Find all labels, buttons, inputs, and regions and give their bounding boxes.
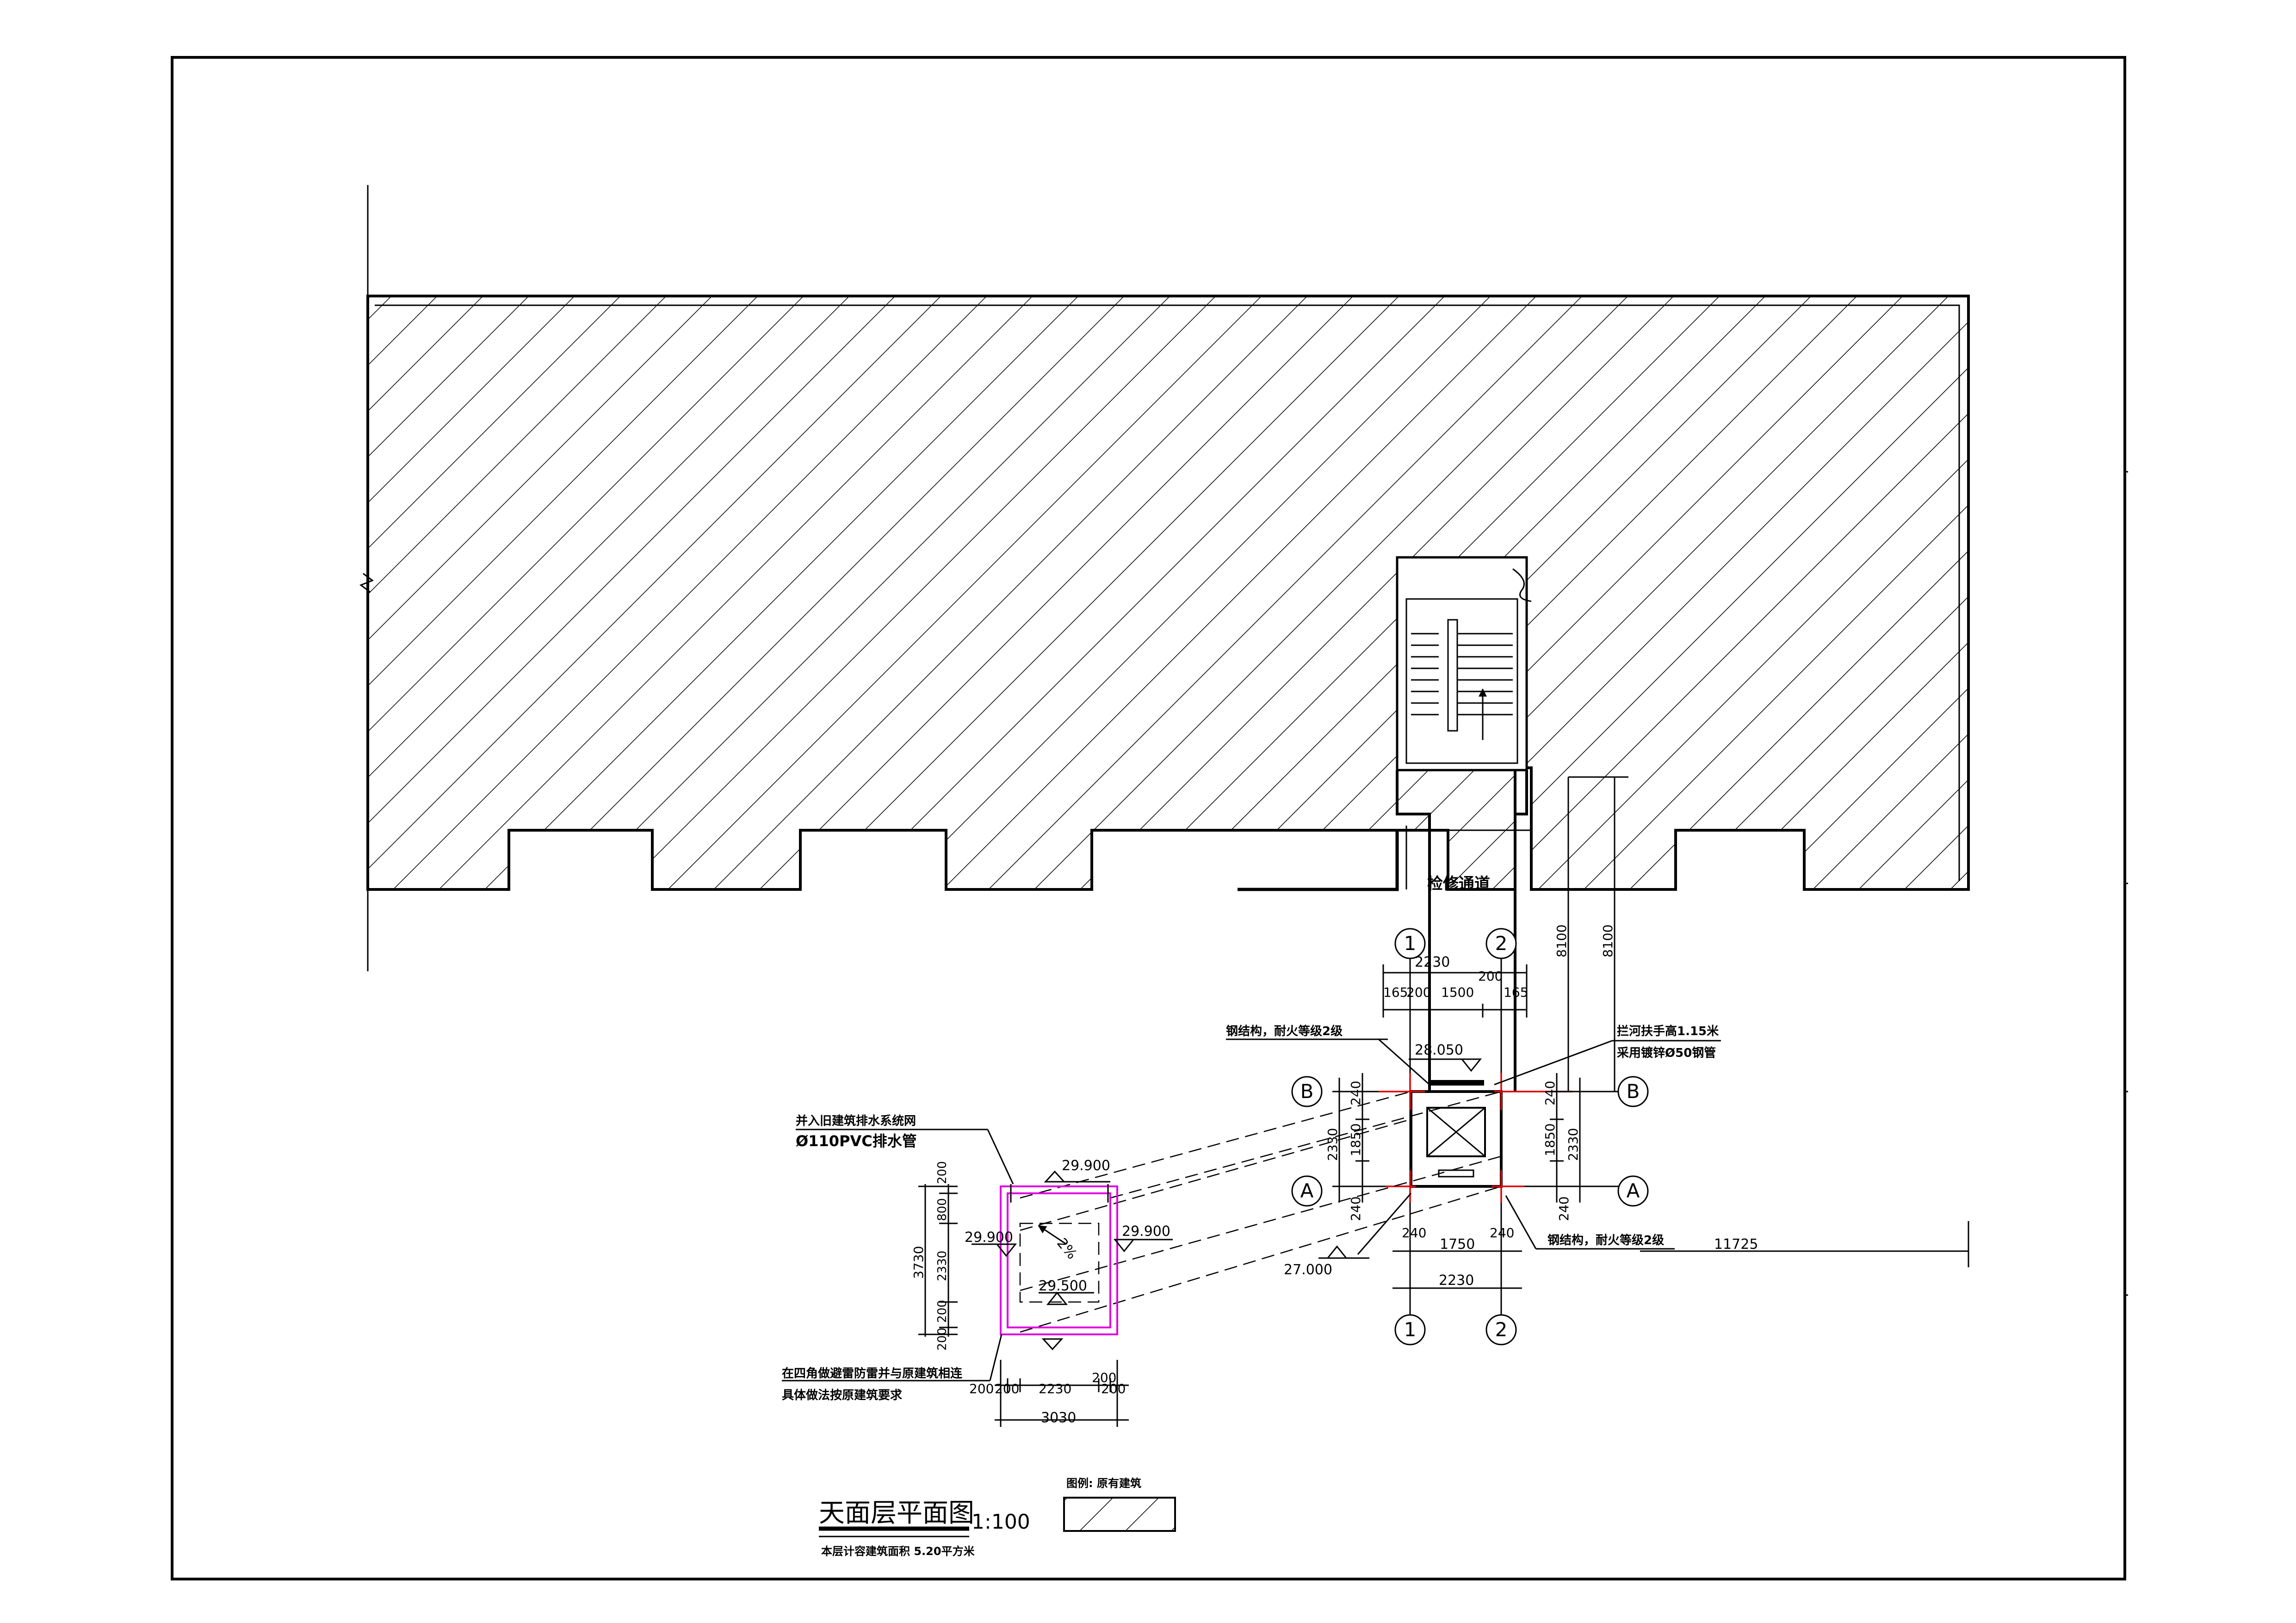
dim-roof-2330: 2330 [935,1251,949,1281]
legend [1063,1497,1176,1532]
dim-roof-bottom-200-d: 200 [1101,1381,1126,1396]
dimension-lines [918,964,1969,1427]
axis-2-top: 2 [1495,932,1508,955]
existing-building [359,185,1970,971]
axis-B-right: B [1627,1080,1640,1103]
axis-A-left: A [1300,1179,1314,1202]
dim-1850-left: 1850 [1348,1123,1363,1156]
axis-1-bottom: 1 [1404,1318,1417,1341]
dim-240-left-top: 240 [1348,1081,1363,1105]
dim-11725: 11725 [1714,1236,1758,1253]
dim-240-left-bot: 240 [1348,1197,1363,1221]
dim-1500: 1500 [1441,985,1474,1000]
dim-200-left: 200 [1406,985,1431,1000]
elevation-markers [972,1058,1482,1351]
dim-roof-bottom-200-c: 200 [1092,1370,1116,1385]
dim-8100-a: 8100 [1554,925,1569,957]
lightning-note-1: 在四角做避雷防雷并与原建筑相连 [782,1366,963,1381]
projection-lines [1020,1091,1502,1333]
dim-2230-bottom: 2230 [1439,1272,1474,1289]
dim-roof-200-top: 200 [935,1161,949,1184]
dim-2330-right: 2330 [1566,1128,1581,1161]
handrail-note-1: 拦河扶手高1.15米 [1617,1024,1719,1038]
drawing-scale: 1:100 [972,1510,1030,1534]
elevation-29500: 29.500 [1039,1278,1087,1294]
dim-roof-bottom-200-b: 200 [995,1381,1019,1396]
drawing-title: 天面层平面图 [819,1498,974,1528]
title-block [819,1526,969,1537]
drain-note-1: 并入旧建筑排水系统网 [796,1114,916,1128]
dim-165-right: 165 [1504,985,1528,1000]
maintenance-passage [1238,770,1531,1092]
dim-roof-bottom-200-a: 200 [969,1381,994,1396]
legend-swatch [1063,1497,1176,1532]
axis-B-left: B [1300,1080,1314,1103]
dim-roof-200-b: 200 [935,1327,949,1351]
steel-note-bottom: 钢结构，耐火等级2级 [1547,1233,1664,1247]
axis-bubbles [1291,928,1649,1345]
dim-8100-b: 8100 [1600,925,1615,957]
area-note: 本层计容建筑面积 5.20平方米 [821,1545,975,1558]
dim-roof-bottom-2230: 2230 [1039,1381,1071,1396]
handrail-note-2: 采用镀锌Ø50钢管 [1617,1046,1716,1060]
elevation-28050: 28.050 [1415,1042,1463,1058]
frame-ticks [2125,471,2128,1296]
dim-3730: 3730 [911,1246,926,1279]
roof-detail [1000,1184,1118,1335]
door-swing [1512,568,1532,602]
leader-lines [782,1038,1721,1382]
elevation-29900-right: 29.900 [1122,1223,1170,1240]
elevation-27000: 27.000 [1284,1262,1332,1278]
elevator-shaft [1410,1080,1503,1188]
elevation-29900-left: 29.900 [965,1229,1013,1246]
dim-1750: 1750 [1440,1236,1475,1253]
dim-200-right: 200 [1478,969,1503,984]
axis-A-right: A [1627,1179,1640,1202]
dim-240-right-bot: 240 [1556,1197,1572,1221]
drawing-frame [171,56,2126,1580]
axis-2-bottom: 2 [1495,1318,1508,1341]
drain-note-2: Ø110PVC排水管 [796,1132,917,1150]
dim-240-bottom-right: 240 [1490,1225,1514,1240]
dim-1850-right: 1850 [1542,1123,1558,1156]
lightning-note-2: 具体做法按原建筑要求 [782,1388,902,1402]
dim-165-left: 165 [1383,985,1408,1000]
dim-3030: 3030 [1041,1410,1076,1426]
steel-note-top: 钢结构，耐火等级2级 [1226,1024,1343,1038]
dim-2230-top: 2230 [1415,954,1450,970]
stair-core [1396,556,1532,771]
slope-label: 2% [1053,1235,1080,1263]
axis-1-top: 1 [1404,932,1417,955]
dim-roof-800: 800 [935,1198,949,1221]
legend-label: 图例: 原有建筑 [1066,1477,1141,1490]
dim-2330-left: 2330 [1325,1128,1340,1161]
elevation-29900-top: 29.900 [1062,1158,1110,1174]
maintenance-passage-label: 检修通道 [1427,875,1490,893]
dim-roof-200-a: 200 [935,1300,949,1323]
dim-240-right-top: 240 [1542,1081,1558,1105]
dim-240-bottom-left: 240 [1402,1225,1426,1240]
